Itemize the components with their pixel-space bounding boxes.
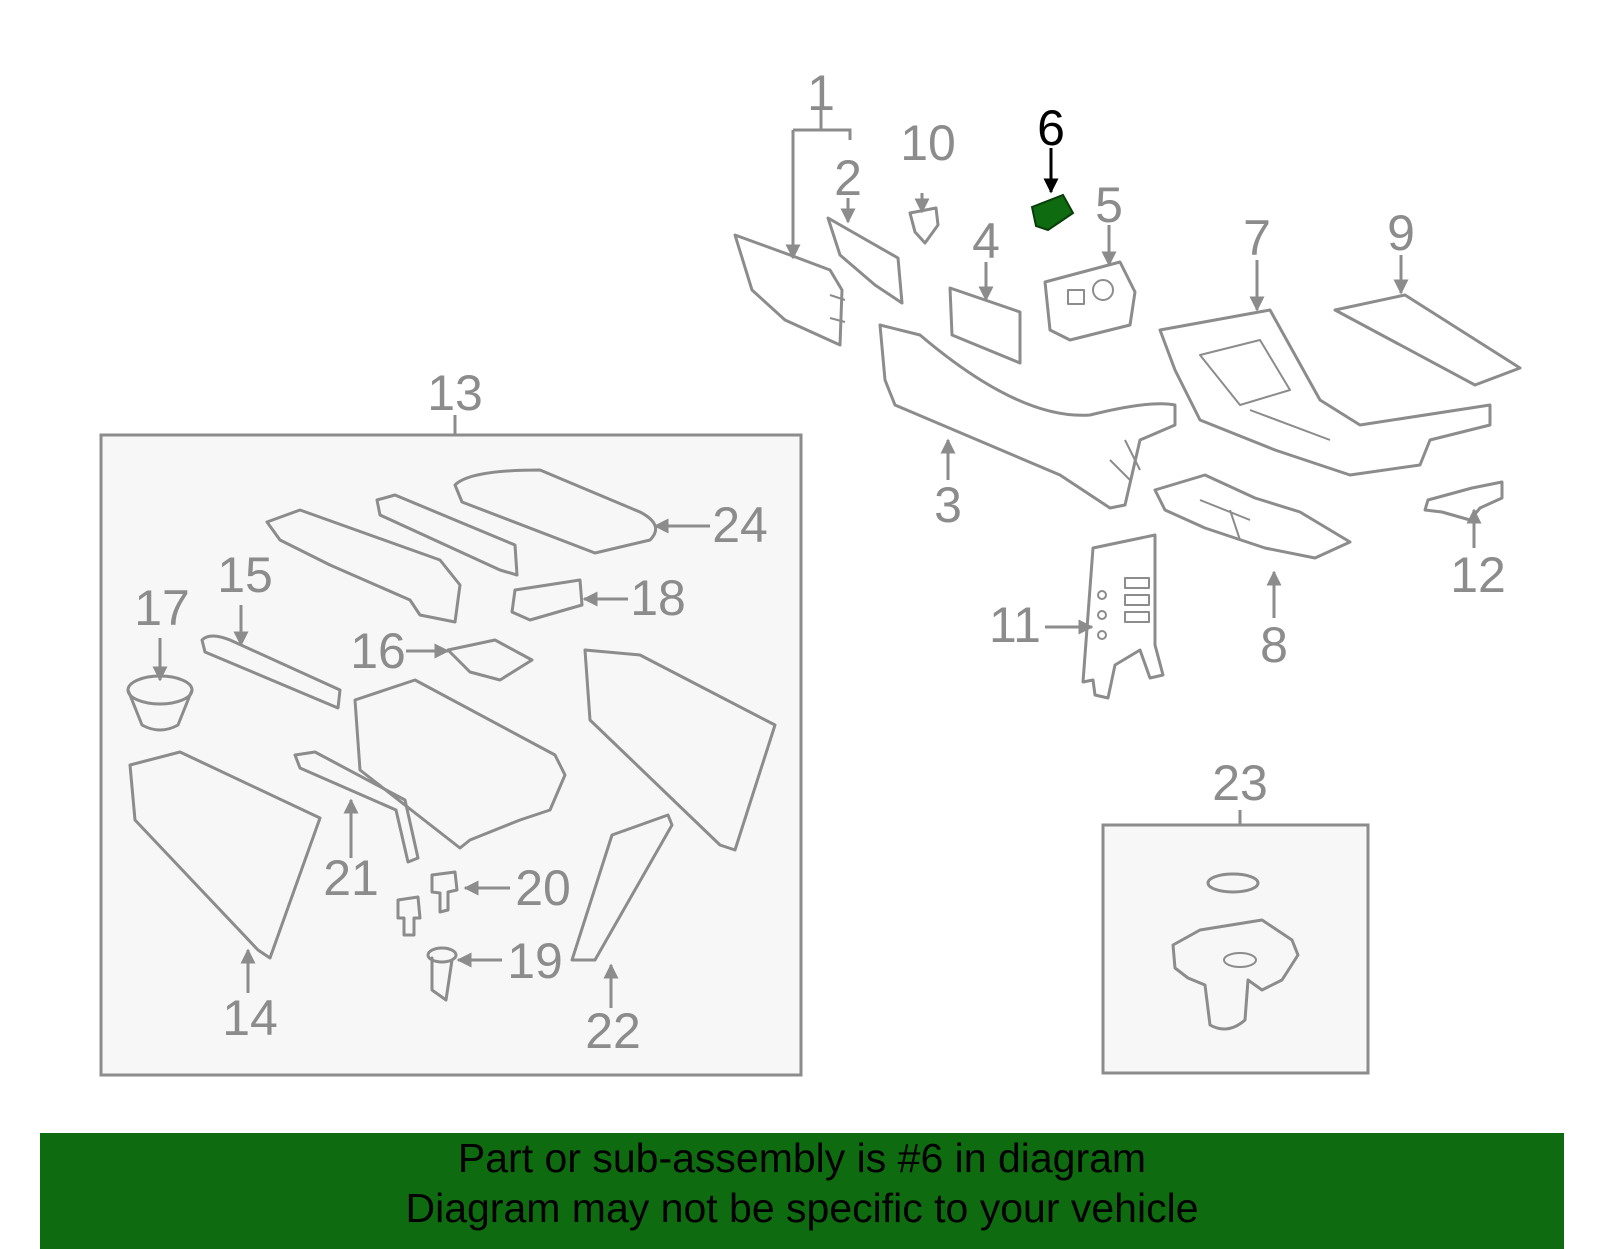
part-12[interactable] [1423, 480, 1504, 522]
part-8[interactable] [1153, 473, 1352, 560]
part-box-body[interactable] [353, 678, 567, 850]
callout-16: 16 [350, 623, 406, 679]
leader-lines [152, 110, 1482, 1008]
callout-23: 23 [1212, 755, 1268, 811]
subassembly-box-23 [1101, 823, 1370, 1075]
part-20-a[interactable] [430, 870, 459, 914]
part-1[interactable] [733, 233, 846, 347]
callout-7: 7 [1243, 210, 1271, 266]
part-side-panel-right[interactable] [583, 648, 777, 852]
callout-20: 20 [515, 860, 571, 916]
part-9[interactable] [1333, 293, 1522, 387]
banner-line-2: Diagram may not be specific to your vehi… [405, 1185, 1199, 1231]
callout-12: 12 [1450, 547, 1506, 603]
subassembly-box-13 [99, 433, 803, 1077]
part-23[interactable] [1171, 872, 1300, 1031]
part-5[interactable] [1043, 260, 1137, 342]
callout-6: 6 [1037, 100, 1065, 156]
part-4[interactable] [948, 286, 1022, 365]
callout-19: 19 [507, 933, 563, 989]
part-6[interactable] [1030, 193, 1075, 232]
callout-9: 9 [1387, 205, 1415, 261]
part-24[interactable] [453, 468, 658, 555]
part-18[interactable] [510, 578, 584, 622]
part-21[interactable] [293, 750, 420, 864]
callout-13: 13 [427, 365, 483, 421]
callout-4: 4 [972, 213, 1000, 269]
callout-14: 14 [222, 990, 278, 1046]
callout-18: 18 [630, 570, 686, 626]
part-11[interactable] [1081, 533, 1165, 700]
callout-10: 10 [900, 115, 956, 171]
part-7[interactable] [1158, 308, 1492, 477]
part-20-b[interactable] [396, 895, 422, 937]
part-19[interactable] [426, 946, 458, 1002]
part-10[interactable] [908, 206, 940, 245]
callout-2: 2 [834, 150, 862, 206]
callout-3: 3 [934, 477, 962, 533]
callout-8: 8 [1260, 617, 1288, 673]
callout-21: 21 [323, 850, 379, 906]
banner-line-1: Part or sub-assembly is #6 in diagram [457, 1135, 1147, 1181]
callout-17: 17 [134, 580, 190, 636]
info-banner: Part or sub-assembly is #6 in diagram Di… [40, 1133, 1564, 1249]
part-22[interactable] [570, 813, 674, 962]
part-16[interactable] [446, 638, 534, 682]
part-2[interactable] [826, 216, 904, 305]
part-upper-frame[interactable] [265, 508, 462, 624]
callout-24: 24 [712, 497, 768, 553]
callout-5: 5 [1095, 177, 1123, 233]
part-14[interactable] [128, 750, 322, 960]
part-15[interactable] [200, 634, 342, 710]
part-trim-strip[interactable] [375, 493, 519, 577]
callout-11: 11 [989, 597, 1041, 653]
callout-22: 22 [585, 1003, 641, 1059]
callout-15: 15 [217, 547, 273, 603]
callout-1: 1 [807, 65, 835, 121]
part-3[interactable] [878, 323, 1177, 510]
